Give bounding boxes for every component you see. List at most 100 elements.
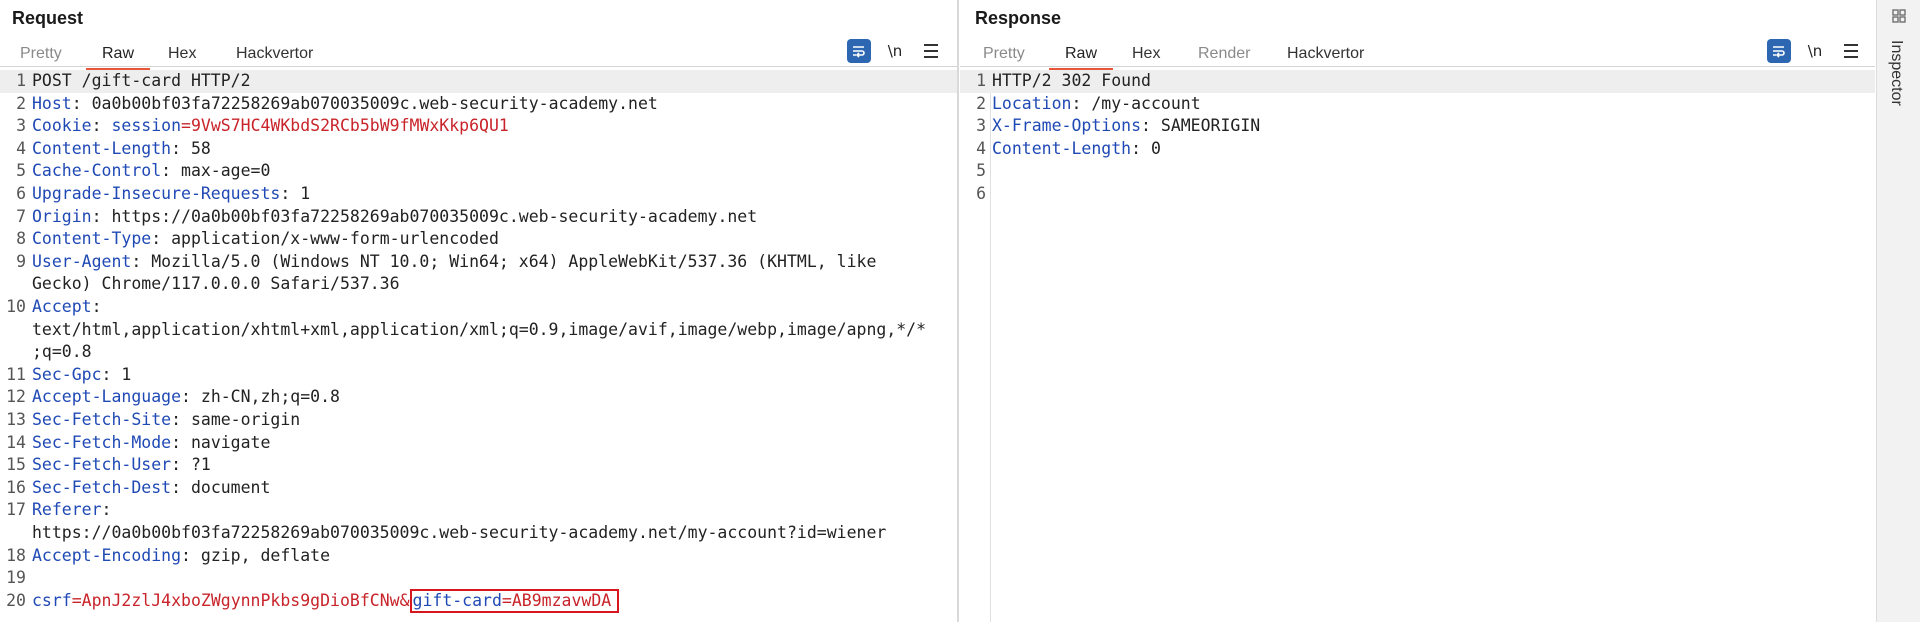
text-value: : same-origin <box>171 410 301 429</box>
response-panel: Response Pretty Raw Hex Render Hackverto… <box>960 0 1875 622</box>
line-number: 17 <box>6 500 26 520</box>
request-code-line[interactable]: 7 Origin: https://0a0b00bf03fa72258269ab0… <box>0 206 957 229</box>
request-tab-raw[interactable]: Raw <box>85 42 151 70</box>
request-tab-pretty[interactable]: Pretty <box>20 45 62 62</box>
line-number: 5 <box>16 161 26 181</box>
request-code-line[interactable]: Gecko) Chrome/117.0.0.0 Safari/537.36 <box>0 273 957 296</box>
text-value: : 1 <box>101 364 132 384</box>
response-wrap-lines-icon[interactable] <box>1767 39 1791 63</box>
response-tabs: Pretty Raw Hex Render Hackvertor <box>960 38 1875 70</box>
request-code-line[interactable]: 19 <box>0 567 957 590</box>
line-number: 15 <box>6 455 26 475</box>
header-name: User-Agent <box>32 251 132 271</box>
request-show-newlines-button[interactable]: \n <box>887 42 903 60</box>
line-content: https://0a0b00bf03fa72258269ab070035009c… <box>32 522 886 545</box>
line-content: Content-Length: 0 <box>992 138 1161 161</box>
response-gutter-divider <box>990 70 991 622</box>
text-value: : <box>91 297 102 316</box>
line-content: Upgrade-Insecure-Requests: 1 <box>32 183 310 206</box>
request-code-line[interactable]: ;q=0.8 <box>0 341 957 364</box>
text-value: : <box>91 116 112 136</box>
line-content: Origin: https://0a0b00bf03fa72258269ab07… <box>32 206 757 229</box>
header-name: Accept-Language <box>32 387 182 407</box>
header-name: Sec-Fetch-User <box>32 455 172 475</box>
highlight-box: gift-card=AB9mzavwDA <box>409 588 620 613</box>
line-number: 13 <box>6 410 26 429</box>
text-value: : max-age=0 <box>161 161 271 181</box>
response-show-newlines-button[interactable]: \n <box>1807 42 1823 60</box>
inspector-label[interactable]: Inspector <box>1888 40 1905 106</box>
text-value: : gzip, deflate <box>181 545 331 565</box>
line-content: Gecko) Chrome/117.0.0.0 Safari/537.36 <box>32 273 400 296</box>
response-code-line[interactable]: 5 <box>960 160 1875 183</box>
line-content: Accept: <box>32 296 102 319</box>
header-name: Sec-Fetch-Mode <box>32 432 172 452</box>
text-value: : 58 <box>171 138 211 158</box>
response-menu-icon[interactable] <box>1839 39 1863 63</box>
text-value: : 1 <box>280 184 311 203</box>
response-tab-hackvertor[interactable]: Hackvertor <box>1287 45 1365 62</box>
header-name: Sec-Fetch-Dest <box>32 477 172 497</box>
request-tab-hex[interactable]: Hex <box>168 45 197 62</box>
line-number: 16 <box>6 477 26 497</box>
line-content: csrf=ApnJ2zlJ4xboZWgynnPkbs9gDioBfCNw&gi… <box>32 588 620 613</box>
text-value: https://0a0b00bf03fa72258269ab070035009c… <box>32 523 887 542</box>
line-number: 12 <box>6 387 26 407</box>
inspector-settings-icon[interactable] <box>1891 8 1907 24</box>
response-code-line[interactable]: 4 Content-Length: 0 <box>960 138 1875 161</box>
line-content: Sec-Gpc: 1 <box>32 364 131 387</box>
line-number: 4 <box>976 138 986 158</box>
response-tab-pretty[interactable]: Pretty <box>983 45 1025 62</box>
header-name: Origin <box>32 206 92 226</box>
text-value: : Mozilla/5.0 (Windows NT 10.0; Win64; x… <box>131 251 877 271</box>
text-value: : navigate <box>171 432 271 452</box>
param-value: =ApnJ2zlJ4xboZWgynnPkbs9gDioBfCNw& <box>71 590 410 610</box>
header-name: Content-Type <box>32 229 152 249</box>
request-code-line[interactable]: text/html,application/xhtml+xml,applicat… <box>0 319 957 342</box>
line-number: 3 <box>16 116 26 136</box>
request-wrap-lines-icon[interactable] <box>847 39 871 63</box>
header-name: X-Frame-Options <box>992 116 1142 136</box>
line-content: Content-Length: 58 <box>32 138 211 161</box>
line-number: 2 <box>16 93 26 113</box>
response-tab-render[interactable]: Render <box>1198 45 1251 62</box>
response-tab-raw[interactable]: Raw <box>1048 42 1114 70</box>
request-menu-icon[interactable] <box>919 39 943 63</box>
line-number: 5 <box>976 161 986 181</box>
header-name: session <box>111 116 182 136</box>
response-code-line[interactable]: 6 <box>960 183 1875 206</box>
line-number: 18 <box>6 545 26 565</box>
line-number: 3 <box>976 116 986 136</box>
line-content: Sec-Fetch-Mode: navigate <box>32 432 270 455</box>
request-code-line[interactable]: https://0a0b00bf03fa72258269ab070035009c… <box>0 522 957 545</box>
inspector-sidebar[interactable]: Inspector <box>1876 0 1920 622</box>
response-tab-hex[interactable]: Hex <box>1132 45 1161 62</box>
request-tab-hackvertor[interactable]: Hackvertor <box>236 45 314 62</box>
line-number: 7 <box>16 206 26 226</box>
line-content: User-Agent: Mozilla/5.0 (Windows NT 10.0… <box>32 251 876 274</box>
